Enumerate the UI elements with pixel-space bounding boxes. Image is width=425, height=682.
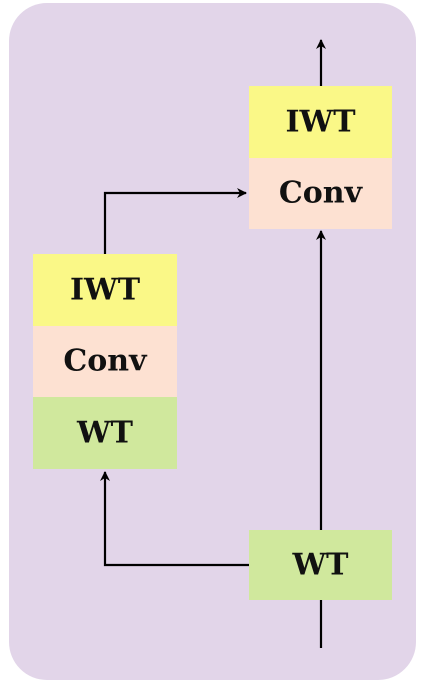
mid-iwt-block [33,254,177,326]
bottom-wt-label: WT [291,548,349,583]
top-stack: IWT Conv [249,86,392,229]
top-iwt-label: IWT [285,105,356,140]
mid-conv-block [33,326,177,397]
top-conv-label: Conv [279,176,364,211]
connectors [100,39,326,648]
top-iwt-block [249,86,392,158]
mid-wt-label: WT [76,416,134,451]
arrow-wt-to-mid-wt [100,471,249,567]
mid-wt-block [33,397,177,469]
bottom-wt-block [249,530,392,600]
mid-iwt-label: IWT [70,273,141,308]
top-conv-block [249,158,392,229]
middle-stack: IWT Conv WT [33,254,177,469]
arrow-mid-iwt-to-top-conv [103,188,247,254]
bottom-stack: WT [249,530,392,600]
mid-conv-label: Conv [63,344,148,379]
